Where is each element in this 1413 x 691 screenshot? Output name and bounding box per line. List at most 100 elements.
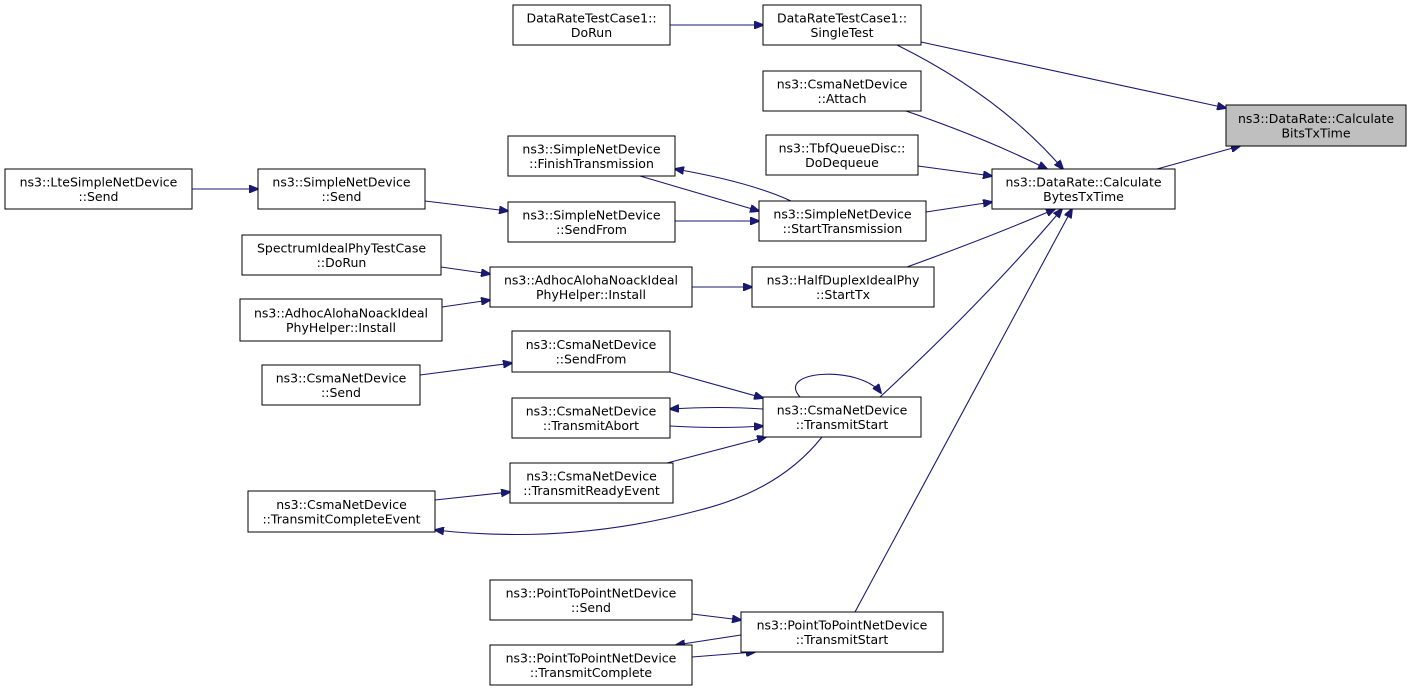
node-label-line: SpectrumIdealPhyTestCase — [257, 240, 426, 255]
node-box — [1225, 104, 1407, 147]
edges-layer — [192, 25, 1240, 658]
node-box — [241, 234, 442, 276]
node-label-line: PhyHelper::Install — [536, 287, 646, 302]
edge-csma-completeevent-to-csma-readyevent — [434, 492, 510, 501]
node-label-line: ::TransmitStart — [796, 417, 889, 432]
node-box — [509, 462, 674, 504]
node-label-line: ::Send — [571, 600, 611, 615]
edge-csma-abort-to-csma-transmitstart — [669, 426, 763, 428]
node-halfduplex-starttx[interactable]: ns3::HalfDuplexIdealPhy::StartTx — [751, 266, 935, 308]
node-lte-send[interactable]: ns3::LteSimpleNetDevice::Send — [4, 168, 193, 210]
edge-simple-start-to-calc-bytes — [925, 202, 992, 213]
node-box — [511, 397, 671, 439]
node-box — [511, 330, 671, 373]
node-label-line: ::FinishTransmission — [529, 156, 654, 171]
edge-csma-readyevent-to-csma-transmitstart — [666, 437, 766, 464]
node-box — [512, 4, 671, 46]
node-box — [261, 364, 421, 406]
edge-spectrum-dorun-to-adhoc-install-a — [440, 266, 490, 274]
node-label-line: ::StartTransmission — [783, 221, 903, 236]
node-box — [239, 298, 443, 342]
node-box — [991, 168, 1176, 210]
edge-csma-transmitstart-to-csma-transmitstart — [795, 373, 881, 398]
edge-p2p-transmitstart-to-p2p-complete — [676, 634, 742, 645]
node-drtc-dorun[interactable]: DataRateTestCase1::DoRun — [512, 4, 671, 46]
node-label-line: ns3::TbfQueueDisc:: — [779, 140, 906, 155]
node-adhoc-install-b[interactable]: ns3::AdhocAlohaNoackIdealPhyHelper::Inst… — [239, 298, 443, 342]
node-label-line: ns3::CsmaNetDevice — [276, 370, 407, 385]
node-box — [489, 266, 693, 308]
edge-csma-transmitstart-to-csma-completeevent — [435, 436, 823, 536]
node-label-line: BytesTxTime — [1043, 189, 1124, 204]
node-label-line: ::Attach — [817, 91, 866, 106]
node-label-line: ns3::CsmaNetDevice — [526, 337, 657, 352]
edge-p2p-transmitstart-to-calc-bytes — [854, 209, 1072, 613]
nodes-layer: ns3::DataRate::CalculateBitsTxTimens3::D… — [4, 4, 1407, 686]
node-csma-readyevent[interactable]: ns3::CsmaNetDevice::TransmitReadyEvent — [509, 462, 674, 504]
node-csma-abort[interactable]: ns3::CsmaNetDevice::TransmitAbort — [511, 397, 671, 439]
node-label-line: ns3::DataRate::Calculate — [1005, 174, 1161, 189]
node-spectrum-dorun[interactable]: SpectrumIdealPhyTestCase::DoRun — [241, 234, 442, 276]
node-label-line: ::TransmitCompleteEvent — [262, 511, 420, 526]
node-label-line: ns3::DataRate::Calculate — [1238, 111, 1394, 126]
edge-drtc-singletest-to-calc-bits — [920, 41, 1226, 108]
node-drtc-singletest[interactable]: DataRateTestCase1::SingleTest — [762, 4, 922, 46]
node-csma-attach[interactable]: ns3::CsmaNetDevice::Attach — [762, 70, 922, 112]
node-csma-send[interactable]: ns3::CsmaNetDevice::Send — [261, 364, 421, 406]
node-box — [762, 396, 922, 438]
node-tbf-dodequeue[interactable]: ns3::TbfQueueDisc::DoDequeue — [765, 134, 919, 176]
node-simple-finish[interactable]: ns3::SimpleNetDevice::FinishTransmission — [507, 135, 676, 177]
node-box — [247, 490, 436, 533]
node-label-line: ::Send — [322, 189, 362, 204]
node-label-line: ns3::LteSimpleNetDevice — [20, 174, 178, 189]
node-label-line: ::DoRun — [317, 255, 367, 270]
node-csma-transmitstart[interactable]: ns3::CsmaNetDevice::TransmitStart — [762, 396, 922, 438]
edge-csma-transmitstart-to-calc-bytes — [879, 209, 1062, 398]
node-label-line: ::TransmitReadyEvent — [523, 483, 660, 498]
edge-simple-start-to-simple-finish — [675, 169, 792, 202]
node-label-line: BitsTxTime — [1281, 125, 1350, 140]
node-p2p-send[interactable]: ns3::PointToPointNetDevice::Send — [489, 579, 693, 621]
edge-adhoc-install-b-to-adhoc-install-a — [441, 300, 490, 308]
node-box — [751, 266, 935, 308]
node-csma-completeevent[interactable]: ns3::CsmaNetDevice::TransmitCompleteEven… — [247, 490, 436, 533]
node-label-line: ::TransmitAbort — [543, 418, 639, 433]
node-csma-sendfrom[interactable]: ns3::CsmaNetDevice::SendFrom — [511, 330, 671, 373]
node-box — [507, 201, 676, 243]
node-label-line: ::TransmitStart — [796, 632, 889, 647]
node-box — [765, 134, 919, 176]
node-label-line: ns3::AdhocAlohaNoackIdeal — [254, 305, 428, 320]
node-label-line: ::TransmitComplete — [530, 665, 653, 680]
node-box — [4, 168, 193, 210]
node-p2p-complete[interactable]: ns3::PointToPointNetDevice::TransmitComp… — [489, 644, 693, 686]
node-simple-start[interactable]: ns3::SimpleNetDevice::StartTransmission — [758, 200, 927, 242]
node-label-line: ns3::SimpleNetDevice — [272, 174, 410, 189]
node-label-line: DataRateTestCase1:: — [526, 10, 656, 25]
node-label-line: ns3::PointToPointNetDevice — [506, 650, 677, 665]
node-p2p-transmitstart[interactable]: ns3::PointToPointNetDevice::TransmitStar… — [740, 611, 944, 653]
node-simple-send[interactable]: ns3::SimpleNetDevice::Send — [257, 168, 426, 210]
node-label-line: DoDequeue — [805, 155, 879, 170]
node-box — [758, 200, 927, 242]
edge-csma-attach-to-calc-bytes — [905, 110, 1047, 169]
node-label-line: ::SendFrom — [556, 351, 627, 366]
node-label-line: ns3::SimpleNetDevice — [773, 206, 911, 221]
node-label-line: ns3::HalfDuplexIdealPhy — [767, 272, 920, 287]
edge-p2p-complete-to-p2p-transmitstart — [691, 652, 755, 658]
node-simple-sendfrom[interactable]: ns3::SimpleNetDevice::SendFrom — [507, 201, 676, 243]
node-adhoc-install-a[interactable]: ns3::AdhocAlohaNoackIdealPhyHelper::Inst… — [489, 266, 693, 308]
node-label-line: ::Send — [79, 189, 119, 204]
edge-simple-send-to-simple-sendfrom — [424, 200, 508, 211]
node-label-line: SingleTest — [810, 25, 873, 40]
edge-csma-sendfrom-to-csma-transmitstart — [669, 371, 763, 398]
node-label-line: ns3::CsmaNetDevice — [526, 403, 657, 418]
edge-p2p-send-to-p2p-transmitstart — [691, 613, 741, 620]
node-label-line: ::SendFrom — [556, 222, 627, 237]
node-box — [507, 135, 676, 177]
node-box — [762, 4, 922, 46]
node-label-line: ns3::CsmaNetDevice — [276, 497, 407, 512]
node-label-line: PhyHelper::Install — [286, 320, 396, 335]
